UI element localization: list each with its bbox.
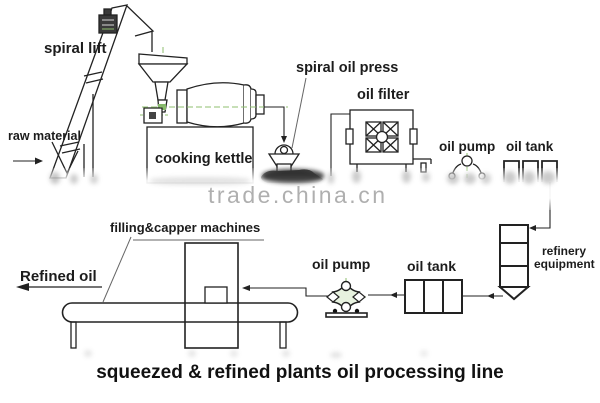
ghost-smudge <box>188 350 196 357</box>
ghost-smudge <box>282 350 290 357</box>
refinery-equipment-drawing <box>497 224 531 301</box>
kettle-to-press-line <box>264 106 287 143</box>
label-spiral-lift: spiral lift <box>44 40 107 57</box>
ghost-smudge <box>464 173 476 184</box>
ghost-smudge <box>481 173 491 184</box>
oil-pump-bottom-drawing <box>325 278 368 319</box>
oil-tank-bottom-drawing <box>404 279 463 314</box>
label-refinery-line1: refinery <box>541 244 587 258</box>
label-refined-oil: Refined oil <box>20 268 97 285</box>
label-oil-pump-bottom: oil pump <box>312 256 371 272</box>
ghost-smudge <box>504 171 516 184</box>
label-oil-tank-bottom: oil tank <box>407 258 457 274</box>
refinery-to-tank-line <box>463 293 503 299</box>
label-cooking-kettle: cooking kettle <box>155 151 253 167</box>
ghost-smudge <box>70 174 78 184</box>
label-filling-capper-machines: filling&capper machines <box>110 220 261 235</box>
ghost-smudge <box>150 177 250 185</box>
ghost-smudge <box>422 172 430 182</box>
ghost-smudge <box>330 352 342 358</box>
spiral-lift-drawing <box>49 4 155 179</box>
ghost-smudge <box>90 174 98 184</box>
ghost-smudge <box>328 172 334 184</box>
ghost-smudge <box>420 350 428 357</box>
ghost-smudge <box>84 350 92 357</box>
ghost-smudge <box>523 171 535 184</box>
watermark-text: trade.china.cn <box>208 182 388 208</box>
ghost-smudge <box>50 172 60 184</box>
tank-to-pump-line <box>368 292 405 298</box>
refined-oil-arrow <box>16 283 102 291</box>
oil-filter-drawing <box>345 109 432 173</box>
ghost-smudge <box>402 170 411 183</box>
pump-to-filler-line <box>242 285 328 297</box>
label-spiral-oil-press: spiral oil press <box>296 60 399 76</box>
ghost-smudge <box>230 350 238 357</box>
label-oil-tank-top: oil tank <box>506 139 554 154</box>
label-oil-filter: oil filter <box>357 87 410 103</box>
label-refinery-line2: equipment <box>534 256 595 271</box>
conveyor-drawing <box>61 286 299 349</box>
raw-material-arrow <box>13 157 43 165</box>
label-refinery-equipment: refinery equipment <box>534 244 595 271</box>
press-to-filter-pipe <box>330 113 350 176</box>
ghost-smudge <box>447 173 459 184</box>
ghost-smudge <box>352 170 361 183</box>
label-oil-pump-top: oil pump <box>439 139 496 154</box>
label-raw-material: raw material <box>8 129 81 143</box>
ghost-smudge <box>541 171 555 184</box>
diagram-title: squeezed & refined plants oil processing… <box>96 362 504 383</box>
filling-capper-machine-drawing <box>102 236 264 349</box>
press-shadow-ghost <box>262 169 324 183</box>
